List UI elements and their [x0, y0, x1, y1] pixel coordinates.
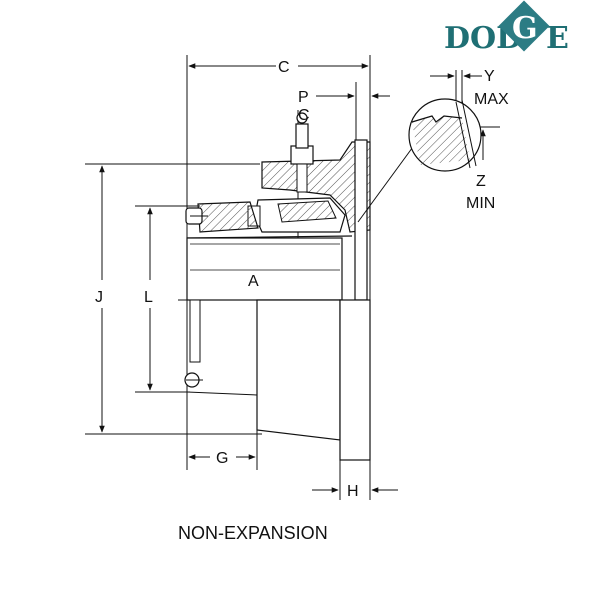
- dim-label-p: P: [298, 89, 309, 106]
- dim-label-g: G: [216, 450, 228, 467]
- dimension-lines: [99, 63, 486, 493]
- logo-diamond-icon: G: [498, 0, 550, 52]
- dim-label-a: A: [248, 273, 259, 290]
- dim-label-l: L: [144, 289, 153, 306]
- dim-label-y-max: MAX: [474, 91, 509, 108]
- drawing-caption: NON-EXPANSION: [178, 523, 328, 543]
- dim-label-h: H: [347, 483, 359, 500]
- detail-callout: [357, 98, 482, 223]
- dimension-labels: C P C Y MAX Z MIN J L A G H: [95, 59, 509, 500]
- dim-label-y: Y: [484, 68, 495, 85]
- dim-label-c: C: [278, 59, 290, 76]
- dim-label-j: J: [95, 289, 103, 306]
- housing-body: [184, 237, 371, 461]
- dim-label-centerline: C: [298, 107, 310, 124]
- dim-label-z-min: MIN: [466, 195, 495, 212]
- dim-label-z: Z: [476, 173, 486, 190]
- svg-text:G: G: [512, 11, 538, 46]
